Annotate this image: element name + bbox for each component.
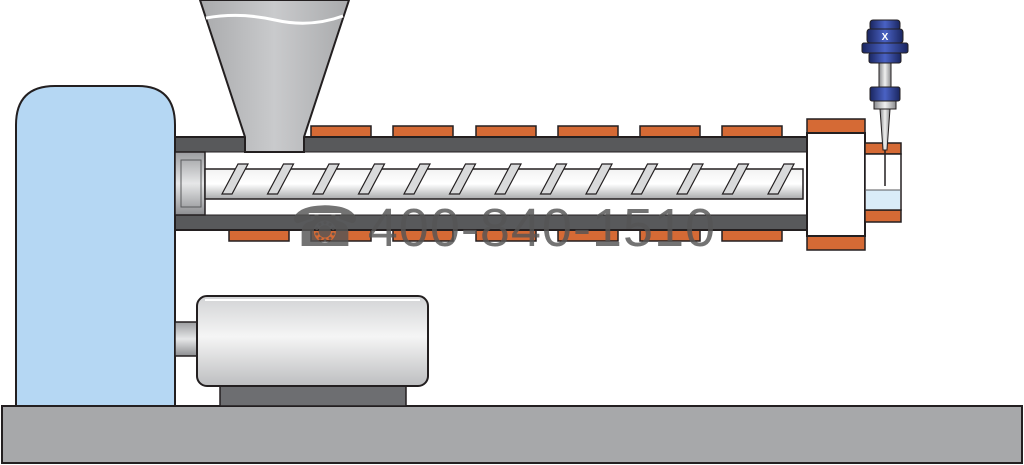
screw-flight (448, 163, 477, 195)
heater-bands-top (310, 125, 783, 140)
control-cabinet (15, 85, 176, 407)
screw-flight (357, 163, 386, 195)
coupling-detail (180, 159, 202, 208)
screw-flight (630, 163, 659, 195)
machine-base (1, 405, 1023, 464)
screw-flight (221, 163, 249, 195)
screw-flight (721, 163, 750, 195)
drive-motor (196, 295, 429, 387)
hopper-material-surface (205, 13, 344, 25)
screw-flight (494, 163, 522, 195)
die-heater-bottom (806, 235, 866, 251)
pressure-sensor: X (861, 19, 909, 186)
hopper (198, 0, 351, 153)
sensor-label: X (882, 32, 889, 43)
screw-flight (767, 163, 795, 195)
screw-flight (266, 163, 295, 195)
melt-stream (866, 190, 900, 209)
screw-flight (676, 163, 704, 195)
die-head (806, 132, 866, 237)
motor-mount (219, 383, 407, 407)
nozzle-heater-bottom (864, 209, 902, 223)
screw-flight (312, 163, 340, 195)
motor-shaft (174, 321, 200, 357)
screw-flight (585, 163, 613, 195)
screw-flights (221, 163, 795, 195)
die-heater-top (806, 118, 866, 134)
screw-flight (403, 163, 431, 195)
screw-flight (539, 163, 568, 195)
